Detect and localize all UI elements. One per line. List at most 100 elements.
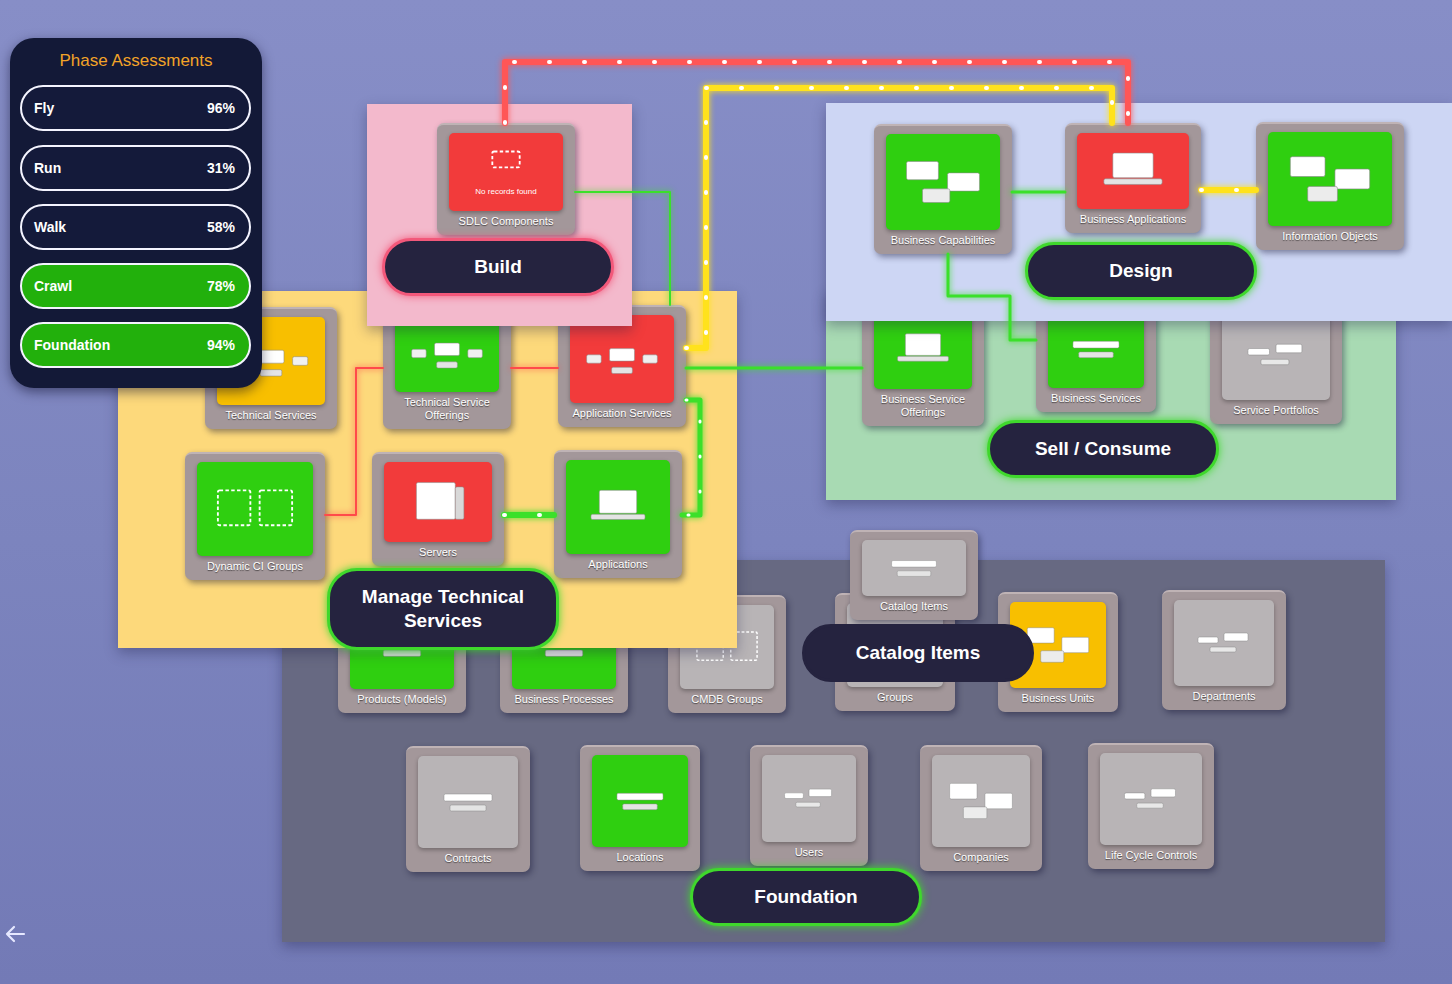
icon-part xyxy=(450,805,486,811)
icon-part xyxy=(1290,157,1325,177)
status-square xyxy=(1077,133,1189,209)
tile-icon xyxy=(592,755,688,847)
tile-caption: Products (Models) xyxy=(338,693,466,713)
icon-part xyxy=(591,514,645,519)
entity-tile: Catalog ItemsCatalog Items xyxy=(850,530,978,620)
status-square xyxy=(1048,310,1144,388)
back-arrow-shape xyxy=(7,927,24,941)
entity-tile: Departments xyxy=(1162,590,1286,710)
icon-part xyxy=(416,483,455,520)
phase-row: Walk 58% xyxy=(20,204,251,250)
label-holder: Manage Technical Services xyxy=(327,568,559,650)
icon-part xyxy=(435,343,460,355)
phase-row: Crawl78% xyxy=(20,263,251,309)
plane-label: Design xyxy=(1025,242,1257,300)
tile-caption: Life Cycle Controls xyxy=(1088,849,1214,869)
connector xyxy=(505,62,1128,123)
status-square xyxy=(932,755,1030,847)
icon-part xyxy=(545,650,582,656)
tile-caption: Information Objects xyxy=(1256,230,1404,250)
icon-part xyxy=(796,802,820,807)
plane-region: Sell / ConsumeBusiness Service Offerings… xyxy=(826,290,1396,500)
entity-tile: Dynamic CI Groups xyxy=(185,452,325,580)
entity-tile: SDLC ComponentsNo records found xyxy=(437,123,575,235)
icon-part xyxy=(455,487,464,519)
status-square xyxy=(886,134,1000,230)
entity-tile: Life Cycle Controls xyxy=(1088,743,1214,869)
tile-caption: Applications xyxy=(554,558,682,578)
tile-caption: Technical Service Offerings xyxy=(383,396,511,429)
icon-part xyxy=(623,804,658,810)
status-square xyxy=(570,315,674,403)
status-square xyxy=(384,462,492,542)
icon-part xyxy=(897,571,931,577)
connector-group xyxy=(1012,192,1065,193)
connector xyxy=(948,254,1036,340)
phase-score: 58% xyxy=(207,218,235,236)
tile-caption: Groups xyxy=(835,691,955,711)
icon-part xyxy=(1276,344,1302,353)
connector xyxy=(511,367,558,369)
plane-label: Foundation xyxy=(690,868,922,926)
tile-caption: Locations xyxy=(580,851,700,871)
note-holder: No records found xyxy=(437,187,575,197)
icon-part xyxy=(1248,349,1270,355)
entity-tile: Information Objects xyxy=(1256,122,1404,250)
icon-part xyxy=(643,355,658,363)
icon-part xyxy=(898,356,949,361)
icon-part xyxy=(444,794,492,801)
icon-part xyxy=(1104,179,1162,185)
icon-part xyxy=(1062,637,1089,652)
tile-icon xyxy=(197,462,313,556)
tile-icon xyxy=(762,755,856,842)
icon-part xyxy=(948,173,980,191)
icon-part xyxy=(1041,651,1064,663)
plane-region: BuildSDLC ComponentsNo records found xyxy=(367,104,632,326)
status-square xyxy=(449,133,563,211)
status-square xyxy=(395,315,499,392)
tile-icon xyxy=(886,134,1000,230)
status-square xyxy=(762,755,856,842)
icon-part xyxy=(1137,803,1164,808)
icon-part xyxy=(1335,169,1370,189)
icon-part xyxy=(1224,633,1248,641)
tile-caption: CMDB Groups xyxy=(668,693,786,713)
tile-caption: Departments xyxy=(1162,690,1286,710)
icon-part xyxy=(1261,359,1289,364)
label-holder: Design xyxy=(1025,242,1257,300)
phase-score: 94% xyxy=(207,336,235,354)
icon-part xyxy=(1113,153,1153,178)
phase-row: Fly96% xyxy=(20,85,251,131)
icon-part xyxy=(907,161,939,179)
status-square xyxy=(874,310,972,389)
connector-group xyxy=(511,368,558,369)
entity-tile: Servers xyxy=(372,452,504,566)
connector-group xyxy=(504,515,554,516)
plane-region: DesignBusiness CapabilitiesBusiness Appl… xyxy=(826,103,1452,321)
tile-caption: Catalog Items xyxy=(850,600,978,620)
plane-label: Sell / Consume xyxy=(987,420,1219,478)
icon-part xyxy=(1151,789,1175,797)
phase-score: 31% xyxy=(207,159,235,177)
phase-name: Crawl xyxy=(34,277,72,295)
connector-sparkle xyxy=(504,513,554,517)
connector-sparkle xyxy=(1201,188,1256,192)
entity-tile: Business Applications xyxy=(1065,123,1201,233)
entity-tile: Companies xyxy=(920,745,1042,871)
connector-group xyxy=(948,254,1036,340)
icon-part xyxy=(905,334,940,356)
connector-group xyxy=(682,400,700,515)
icon-part xyxy=(599,490,636,513)
tile-icon xyxy=(418,756,518,848)
icon-part xyxy=(293,357,308,366)
status-square xyxy=(1268,132,1392,226)
connector-group xyxy=(575,192,670,305)
status-square xyxy=(418,756,518,848)
connector xyxy=(325,368,383,515)
icon-part xyxy=(1198,637,1218,643)
tile-caption: Contracts xyxy=(406,852,530,872)
tile-caption: Business Services xyxy=(1036,392,1156,412)
phase-name: Walk xyxy=(34,218,66,236)
icon-part xyxy=(1124,793,1144,799)
icon-part xyxy=(1210,647,1236,652)
